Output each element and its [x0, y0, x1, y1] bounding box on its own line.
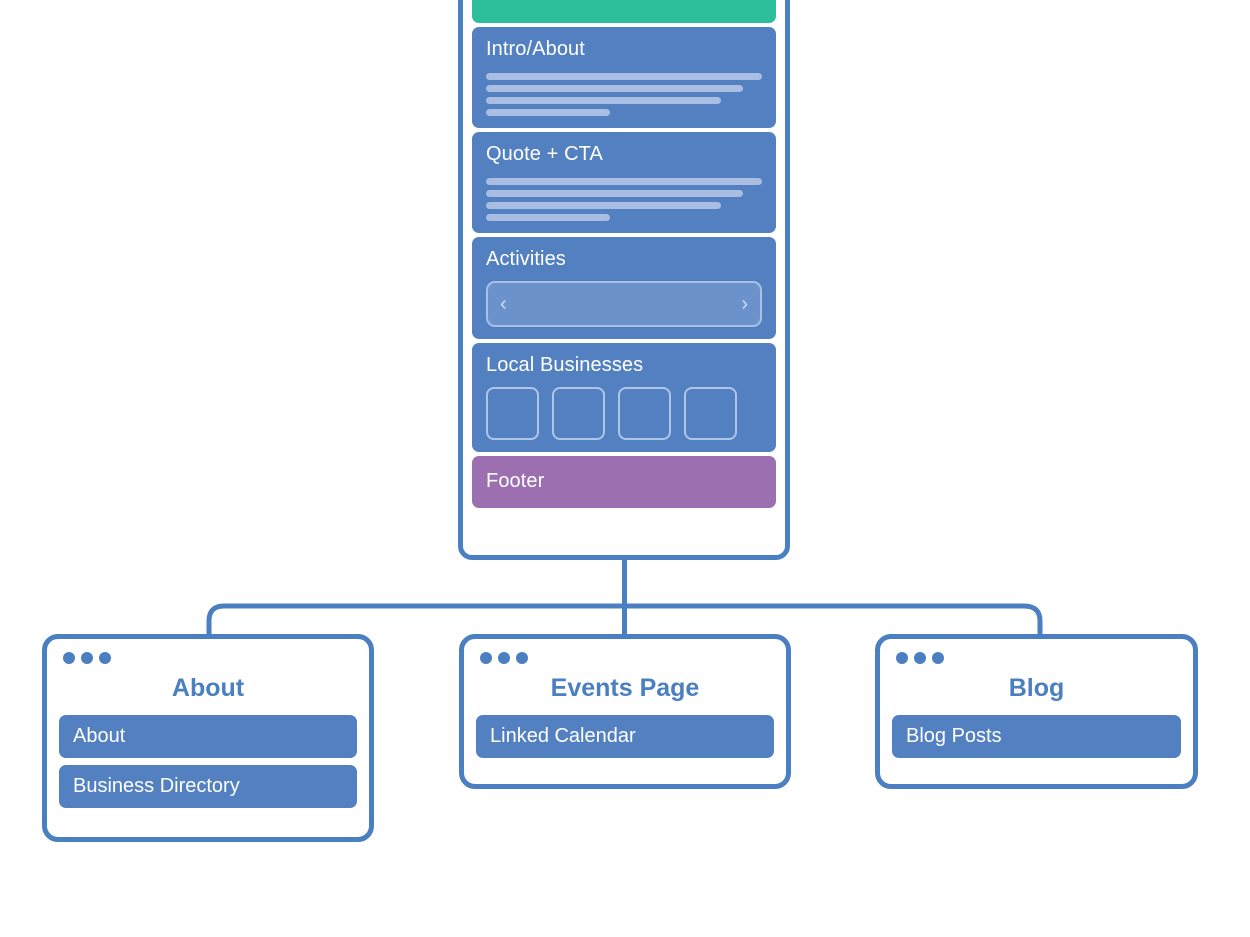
card-item-blog-posts[interactable]: Blog Posts	[892, 715, 1181, 758]
card-item-list-events: Linked Calendar	[476, 715, 774, 758]
section-footer[interactable]: Footer	[472, 456, 776, 508]
page-card-blog[interactable]: Blog Blog Posts	[875, 634, 1198, 789]
card-item-list-blog: Blog Posts	[892, 715, 1181, 758]
card-item-list-about: About Business Directory	[59, 715, 357, 808]
card-item-about[interactable]: About	[59, 715, 357, 758]
section-title-intro-about: Intro/About	[486, 38, 585, 60]
window-dot-red-icon	[63, 652, 75, 664]
section-intro-about[interactable]: Intro/About	[472, 27, 776, 128]
section-activities[interactable]: Activities ‹ ›	[472, 237, 776, 339]
window-dot-red-icon	[896, 652, 908, 664]
window-dot-yellow-icon	[914, 652, 926, 664]
window-dots	[63, 652, 357, 664]
section-title-activities: Activities	[486, 248, 566, 270]
placeholder-lines-quote-cta	[486, 178, 762, 221]
section-header[interactable]	[472, 0, 776, 23]
business-thumbnail[interactable]	[486, 387, 539, 440]
window-dot-green-icon	[516, 652, 528, 664]
business-thumbnail[interactable]	[552, 387, 605, 440]
window-dots	[896, 652, 1181, 664]
business-thumbnail[interactable]	[618, 387, 671, 440]
activities-carousel[interactable]: ‹ ›	[486, 281, 762, 327]
section-quote-cta[interactable]: Quote + CTA	[472, 132, 776, 233]
page-card-events[interactable]: Events Page Linked Calendar	[459, 634, 791, 789]
business-thumbnail[interactable]	[684, 387, 737, 440]
section-title-footer: Footer	[486, 470, 545, 492]
placeholder-line	[486, 85, 743, 92]
page-card-about[interactable]: About About Business Directory	[42, 634, 374, 842]
window-dot-yellow-icon	[498, 652, 510, 664]
window-dot-red-icon	[480, 652, 492, 664]
placeholder-lines-intro-about	[486, 73, 762, 116]
window-dot-yellow-icon	[81, 652, 93, 664]
card-title-blog: Blog	[1008, 674, 1065, 702]
placeholder-line	[486, 190, 743, 197]
business-thumbnail-grid	[486, 387, 762, 440]
placeholder-line	[486, 73, 762, 80]
placeholder-line	[486, 202, 721, 209]
placeholder-line	[486, 109, 611, 116]
placeholder-line	[486, 97, 721, 104]
section-title-quote-cta: Quote + CTA	[486, 143, 603, 165]
section-local-businesses[interactable]: Local Businesses	[472, 343, 776, 452]
card-item-business-directory[interactable]: Business Directory	[59, 765, 357, 808]
chevron-left-icon[interactable]: ‹	[500, 293, 507, 315]
chevron-right-icon[interactable]: ›	[741, 293, 748, 315]
main-page-window[interactable]: Intro/About Quote + CTA Activities ‹ › L…	[458, 0, 790, 560]
card-title-events: Events Page	[550, 674, 700, 702]
window-dots	[480, 652, 774, 664]
placeholder-line	[486, 214, 611, 221]
section-title-local-businesses: Local Businesses	[486, 354, 644, 376]
window-dot-green-icon	[932, 652, 944, 664]
placeholder-line	[486, 178, 762, 185]
card-title-about: About	[171, 674, 245, 702]
window-dot-green-icon	[99, 652, 111, 664]
card-item-linked-calendar[interactable]: Linked Calendar	[476, 715, 774, 758]
